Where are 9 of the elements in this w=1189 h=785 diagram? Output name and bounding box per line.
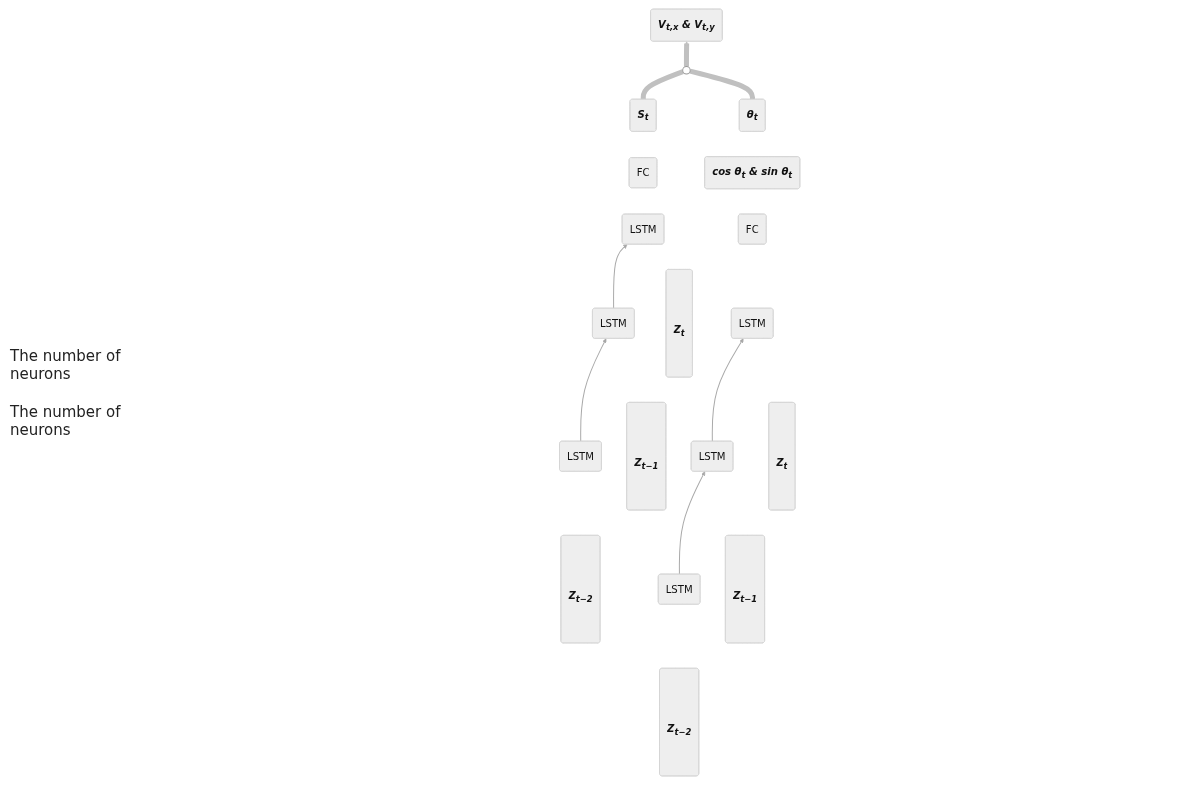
arrow xyxy=(678,471,705,575)
node-circle xyxy=(681,65,691,75)
axis-note: The number of neurons xyxy=(10,402,122,439)
arrow xyxy=(711,338,744,442)
axis-note: The number of neurons xyxy=(10,346,122,383)
arrow xyxy=(612,244,628,309)
arrow xyxy=(683,41,689,67)
connector xyxy=(640,69,684,100)
arrow xyxy=(579,338,607,442)
